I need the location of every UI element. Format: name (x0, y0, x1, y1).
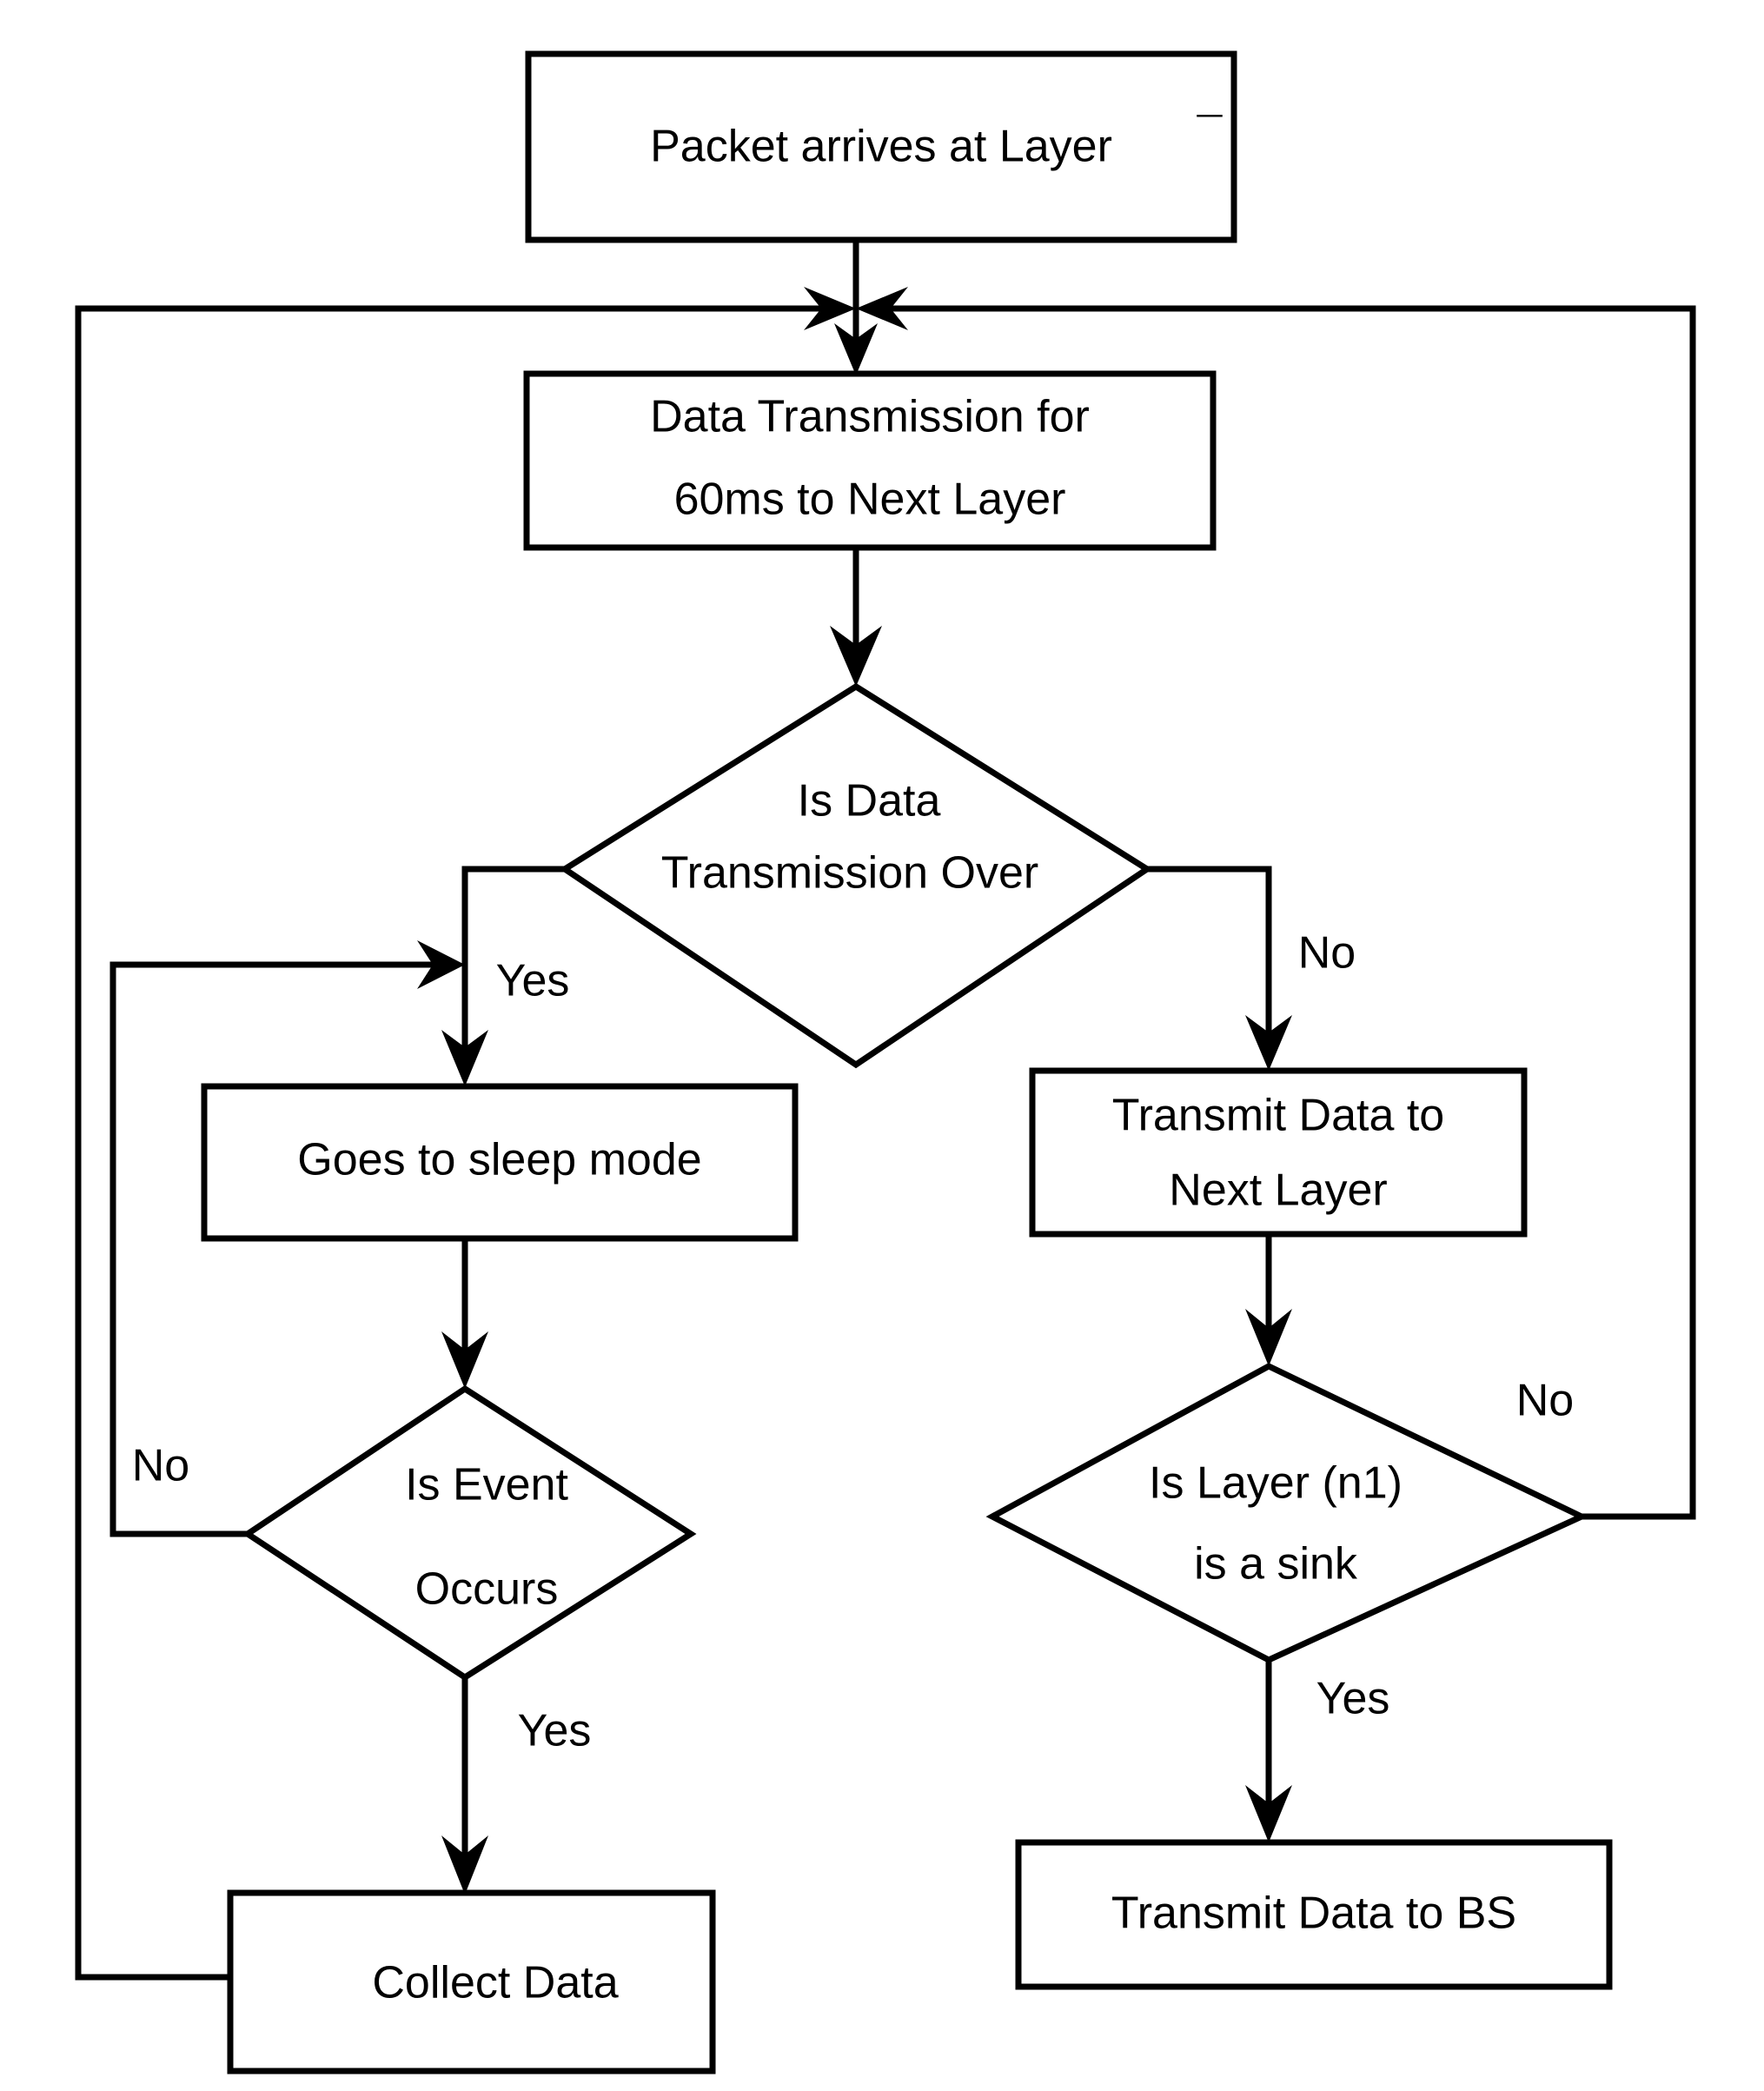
node-transmit-next-layer-line1: Transmit Data to (1112, 1091, 1444, 1141)
arrowhead-into-issink (1245, 1309, 1292, 1366)
node-packet-arrives-box[interactable] (525, 50, 1237, 243)
node-is-event-occurs-diamond[interactable] (242, 1384, 697, 1682)
edge-label-isover-no: No (1298, 928, 1356, 979)
arrowhead-into-collect-data (441, 1835, 488, 1895)
connector-isover-yes-to-sleep (461, 866, 565, 1065)
arrowhead-right-feedback-junction (856, 287, 908, 330)
arrowhead-into-isover (830, 626, 882, 687)
arrowhead-into-transmit-next (1245, 1015, 1292, 1071)
node-is-data-transmission-over-diamond[interactable] (559, 682, 1153, 1069)
edge-label-issink-yes: Yes (1316, 1674, 1390, 1724)
arrowhead-into-isevent (441, 1331, 488, 1389)
connector-isevent-no-loop (109, 961, 439, 1537)
edge-label-isover-yes: Yes (496, 956, 570, 1006)
arrowhead-isevent-no-into-yes-trunk (417, 940, 465, 989)
node-transmit-bs-label: Transmit Data to BS (1111, 1889, 1516, 1939)
node-transmit-next-layer-line2: Next Layer (1169, 1165, 1387, 1216)
arrowhead-into-transmit60 (834, 323, 878, 375)
node-is-event-occurs-line1: Is Event (405, 1460, 568, 1510)
arrowhead-left-feedback-junction (804, 287, 856, 330)
node-goes-to-sleep-label: Goes to sleep mode (297, 1135, 701, 1185)
node-transmit-next-layer-box[interactable] (1029, 1067, 1528, 1238)
connector-isover-no-to-transmit-next (1147, 866, 1272, 1047)
node-is-data-transmission-over-line2: Transmission Over (661, 848, 1038, 899)
edge-label-isevent-yes: Yes (518, 1706, 592, 1756)
arrowhead-into-sleep (441, 1030, 488, 1086)
node-data-transmission-line2: 60ms to Next Layer (674, 475, 1066, 525)
node-packet-arrives-suffix: ¯ (1197, 110, 1224, 160)
node-collect-data-label: Collect Data (372, 1958, 618, 2008)
node-data-transmission-box[interactable] (523, 370, 1217, 551)
node-is-event-occurs-line2: Occurs (415, 1564, 559, 1615)
node-is-layer-sink-diamond[interactable] (985, 1363, 1589, 1663)
node-goes-to-sleep-box[interactable] (201, 1083, 799, 1242)
arrowhead-into-transmit-bs (1245, 1785, 1292, 1842)
node-transmit-bs-box[interactable] (1015, 1839, 1613, 1990)
node-packet-arrives-label: Packet arrives at Layer (650, 122, 1112, 172)
node-collect-data-box[interactable] (227, 1889, 716, 2074)
node-is-layer-sink-line2: is a sink (1194, 1539, 1358, 1590)
node-is-data-transmission-over-line1: Is Data (798, 776, 941, 826)
node-is-layer-sink-line1: Is Layer (n1) (1149, 1458, 1403, 1509)
edge-label-isevent-no: No (132, 1441, 189, 1491)
edge-label-issink-no: No (1516, 1376, 1574, 1426)
connector-sink-no-feedback-loop (879, 305, 1696, 1520)
node-data-transmission-line1: Data Transmission for (650, 392, 1090, 442)
connector-collect-data-feedback-loop (75, 305, 834, 1981)
